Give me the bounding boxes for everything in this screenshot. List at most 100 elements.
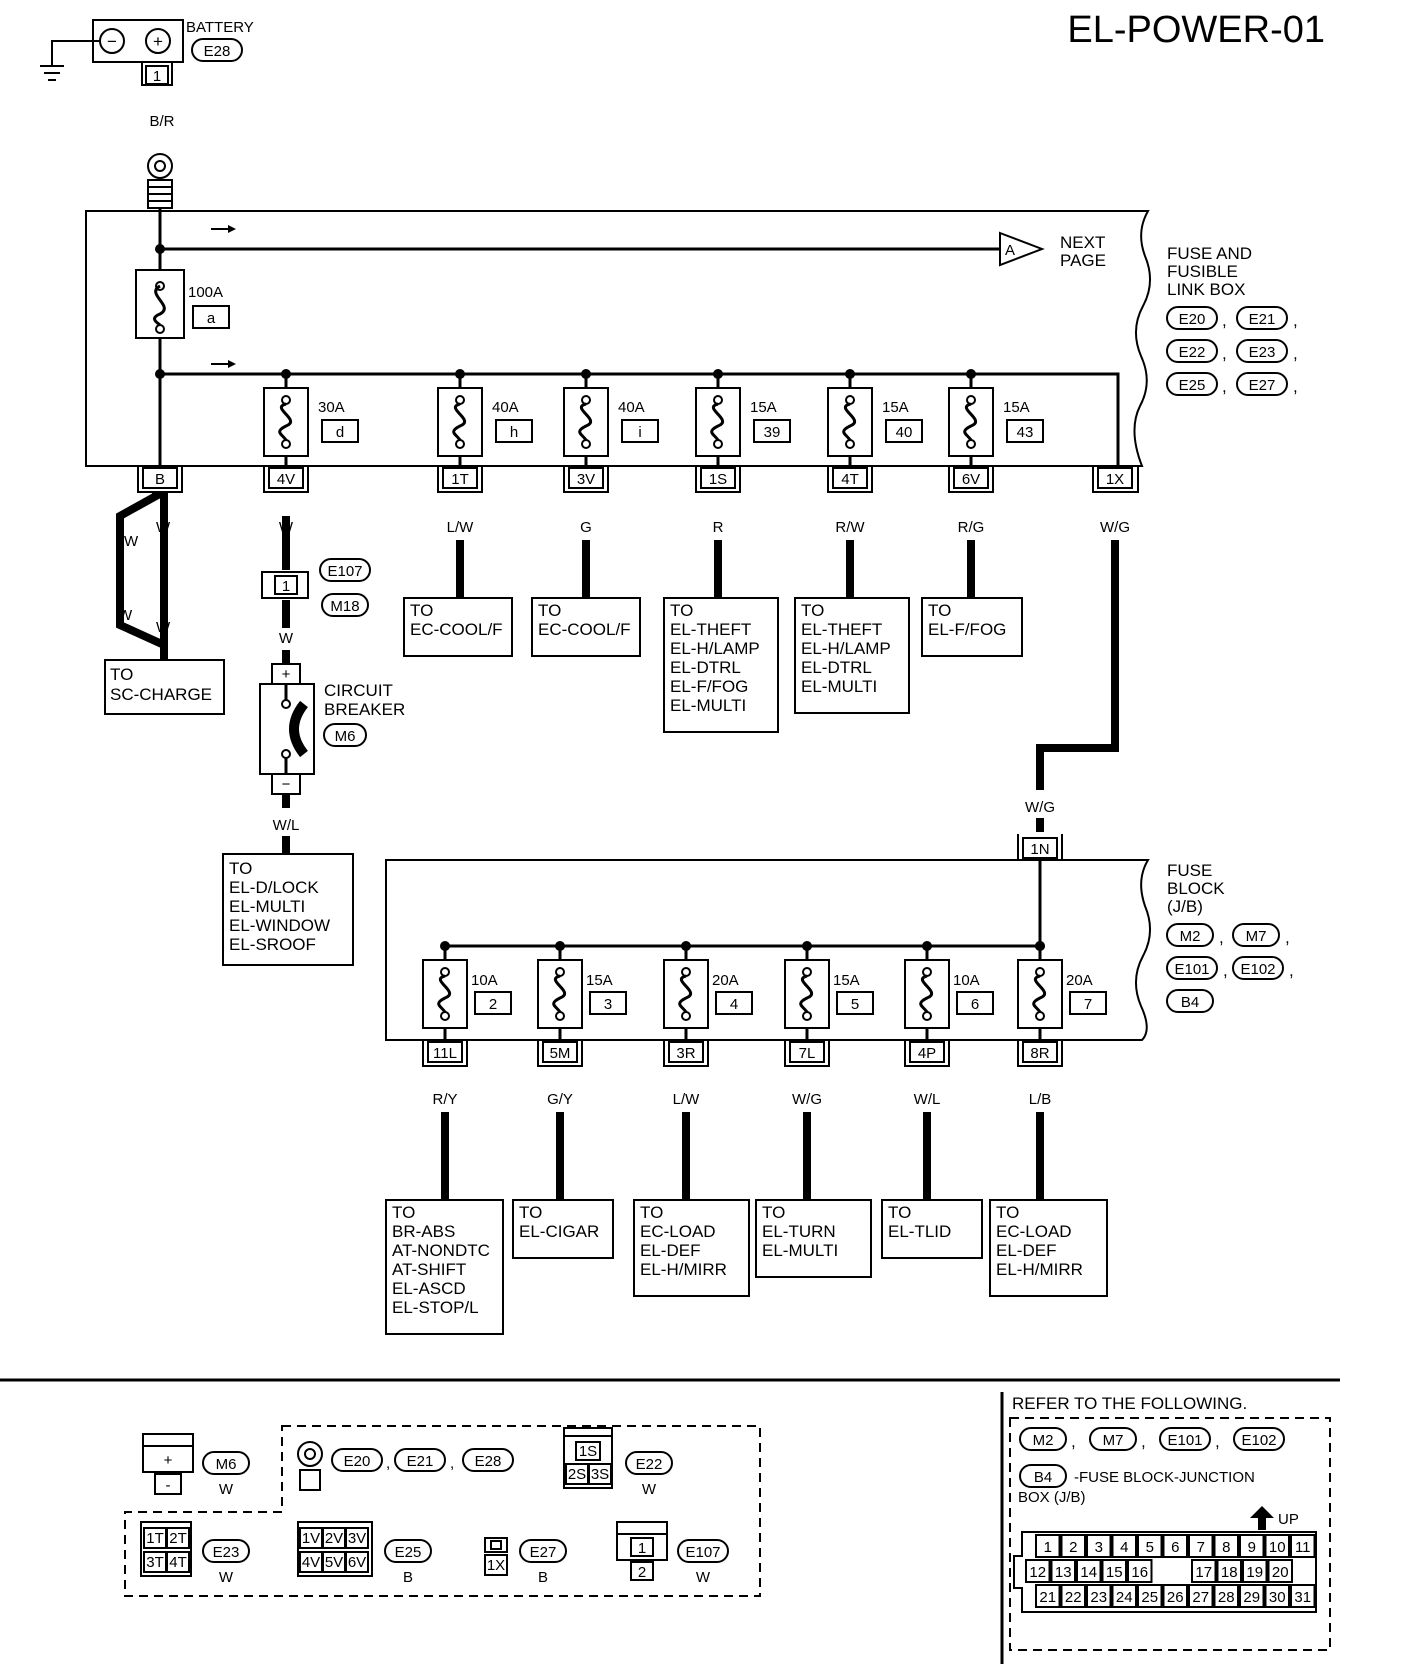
jb-pin-23: 23 [1090, 1589, 1107, 1606]
jb-pin-box [1188, 1584, 1214, 1608]
legend-e25-pin-6v: 6V [348, 1554, 366, 1571]
pin-box [1022, 1041, 1058, 1063]
jb-pin-box [1025, 1559, 1051, 1583]
jb-pin-box [1188, 1534, 1214, 1558]
refer-conn-e101: E101 [1167, 1432, 1202, 1449]
connector-oval [1236, 339, 1288, 363]
jb-pin-1: 1 [1044, 1539, 1052, 1556]
junction-dot [845, 369, 855, 379]
fuse-body [263, 387, 309, 457]
jb-pin-21: 21 [1039, 1589, 1056, 1606]
fuse-link-box-title-2: FUSIBLE [1167, 262, 1238, 281]
junction-dot [681, 941, 691, 951]
jb-pin-10: 10 [1269, 1539, 1286, 1556]
pin-box [909, 1041, 945, 1063]
fuse-body [784, 959, 830, 1029]
jb-pin-9: 9 [1248, 1539, 1256, 1556]
legend-e23-conn: E23 [213, 1544, 240, 1561]
fuse-rating: 15A [586, 972, 613, 989]
fuse-id: 6 [971, 996, 979, 1013]
battery-label: BATTERY [186, 19, 254, 36]
jb-pin-box [1191, 1559, 1217, 1583]
dest-upper-4-line-3: EL-H/LAMP [801, 639, 891, 658]
pin-4p: 4P [918, 1045, 936, 1062]
fb-conn-m7: M7 [1246, 928, 1267, 945]
fuse-body [537, 959, 583, 1029]
joint-conn-m18: M18 [330, 598, 359, 615]
jb-pin-box [1216, 1559, 1242, 1583]
comma: , [1222, 311, 1227, 330]
dest-lower-6-line-2: EC-LOAD [996, 1222, 1072, 1241]
refer-conn-m7: M7 [1103, 1432, 1124, 1449]
dest-lower-5-line-1: TO [888, 1203, 911, 1222]
fuse-body [1017, 959, 1063, 1029]
fuse-link-box-title-3: LINK BOX [1167, 280, 1245, 299]
jb-pin-12: 12 [1029, 1564, 1046, 1581]
link-rating: 40A [618, 399, 645, 416]
jb-pin-box [1239, 1584, 1265, 1608]
wire-w-2: W [156, 519, 171, 536]
fuse-link-box-connectors: E20,E21,E22,E23,E25,E27, [1166, 306, 1298, 396]
link-id: i [638, 424, 641, 441]
fuse-block-fuses: 10A211LR/Y15A35MG/Y20A43RL/W15A57LW/G10A… [422, 941, 1107, 1108]
svg-text:,: , [450, 1455, 454, 1472]
fuse-id: 4 [730, 996, 738, 1013]
dest-lower-5-line-2: EL-TLID [888, 1222, 951, 1241]
fuse-id-box [836, 991, 874, 1015]
pin-connector-shell [904, 1040, 950, 1067]
dest-lower-1-line-4: AT-SHIFT [392, 1260, 466, 1279]
dest-cb-line-5: EL-SROOF [229, 935, 316, 954]
comma: , [1285, 928, 1290, 947]
fuse-block-connectors: M2,M7,E101,E102,B4 [1166, 923, 1294, 1013]
wire-label-5m: G/Y [547, 1091, 573, 1108]
junction-dot [713, 369, 723, 379]
fb-conn-e102: E102 [1240, 961, 1275, 978]
refer-up: UP [1278, 1511, 1299, 1528]
link-id: d [336, 424, 344, 441]
link-rating: 15A [750, 399, 777, 416]
connector-oval [1166, 306, 1218, 330]
link-id-box [321, 419, 359, 443]
legend-e23-pin-3t: 3T [146, 1554, 164, 1571]
jb-pin-18: 18 [1221, 1564, 1238, 1581]
legend-e23: 1T 2T 3T 4T E23 W [140, 1521, 250, 1586]
fuse-block-title-2: BLOCK [1167, 879, 1225, 898]
dest-upper-4-line-4: EL-DTRL [801, 658, 872, 677]
dest-upper-4 [794, 597, 910, 714]
refer-conn-m2: M2 [1033, 1432, 1054, 1449]
legend-dashed-frame [124, 1425, 761, 1597]
dest-cb-line-2: EL-D/LOCK [229, 878, 319, 897]
flb-conn-e27: E27 [1249, 377, 1276, 394]
wire-w-1: W [124, 533, 139, 550]
fuse-body [437, 387, 483, 457]
jb-pin-box [1290, 1584, 1316, 1608]
battery: − + BATTERY E28 1 [40, 19, 254, 86]
fuse-element [452, 402, 467, 441]
jb-pin-box [1267, 1559, 1293, 1583]
legend-m6-plus: + [164, 1452, 173, 1469]
pin-connector-shell [948, 466, 994, 493]
jb-pin-box [1137, 1584, 1163, 1608]
comma: , [1219, 928, 1224, 947]
link-rating: 15A [1003, 399, 1030, 416]
jb-pin-box [1127, 1559, 1153, 1583]
wire-label-1t: L/W [447, 519, 475, 536]
pin-box [268, 467, 304, 489]
junction-dot [922, 941, 932, 951]
legend-e25-pin-4v: 4V [302, 1554, 320, 1571]
connector-oval [1236, 306, 1288, 330]
jb-pin-box [1290, 1534, 1316, 1558]
refer-heading: REFER TO THE FOLLOWING. [1012, 1394, 1247, 1413]
dest-lower-1-line-2: BR-ABS [392, 1222, 455, 1241]
dest-lower-1-line-1: TO [392, 1203, 415, 1222]
dest-upper-3-line-3: EL-H/LAMP [670, 639, 760, 658]
dest-lower-4 [755, 1199, 872, 1278]
refer-b4: B4 [1034, 1469, 1052, 1486]
dest-upper-5-line-2: EL-F/FOG [928, 620, 1006, 639]
battery-positive: + [153, 32, 163, 51]
pin-8r: 8R [1030, 1045, 1049, 1062]
fuse-element [799, 974, 814, 1013]
